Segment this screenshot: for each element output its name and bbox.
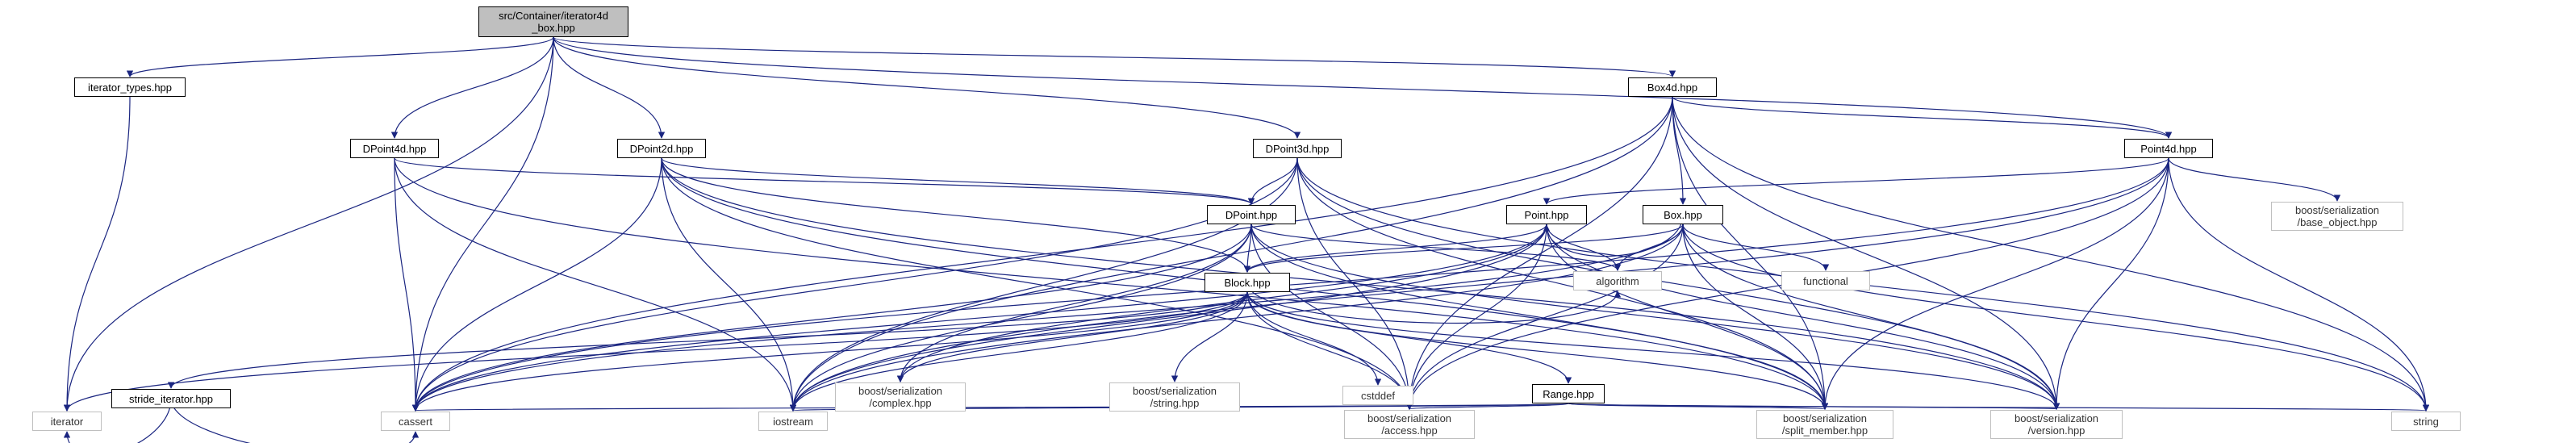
edge-box-to-functional [1682,224,1830,271]
edge-point-to-access [1405,224,1547,410]
edge-stride_iterator-to-cassert [170,398,420,443]
node-range[interactable]: Range.hpp [1532,384,1605,403]
edge-block-to-iterator [63,291,1248,412]
edge-box-to-string [1682,224,2430,412]
edge-box-to-point [1543,214,1684,257]
edge-dpoint3d-to-dpoint [1247,157,1298,205]
edge-block-to-bstring [1171,291,1248,382]
node-box4d[interactable]: Box4d.hpp [1628,77,1717,97]
edge-root-to-cassert [411,36,554,412]
edge-dpoint-to-cassert [411,224,1252,412]
edge-root-to-iterator_types [126,36,554,77]
edge-point-to-version [1546,224,2060,410]
node-split-member: boost/serialization /split_member.hpp [1756,410,1893,439]
edge-box-to-split_member [1682,224,1829,410]
edge-block-to-iostream [789,291,1248,412]
edge-point4d-to-base_object [2168,157,2341,202]
node-algorithm: algorithm [1573,271,1662,290]
edge-range-to-access [1406,403,1569,410]
edge-dpoint-to-access [1250,224,1413,410]
node-string: string [2391,412,2461,431]
edge-point4d-to-version [2052,157,2169,410]
edge-box-to-version [1682,224,2060,410]
edge-dpoint4d-to-dpoint [394,157,1255,205]
edge-root-to-box4d [553,36,1676,77]
node-box[interactable]: Box.hpp [1643,205,1723,224]
node-dpoint[interactable]: DPoint.hpp [1207,205,1296,224]
node-root[interactable]: src/Container/iterator4d _box.hpp [478,6,628,37]
edge-dpoint4d-to-split_member [394,157,1829,410]
edge-root-to-dpoint2d [553,36,666,139]
edge-block-to-cassert [411,291,1248,412]
node-base-object: boost/serialization /base_object.hpp [2271,202,2403,231]
edge-root-to-iterator [63,36,554,412]
node-point[interactable]: Point.hpp [1506,205,1587,224]
edge-point-to-cassert [411,224,1547,412]
dependency-edges [63,36,2430,443]
edge-box4d-to-point4d [1672,96,2173,139]
edge-dpoint3d-to-version [1296,157,2060,410]
edge-box-to-access [1405,224,1684,410]
edge-block-to-range [1246,291,1572,384]
node-cstddef: cstddef [1342,386,1413,405]
edge-stride_iterator-to-iterator [63,398,172,443]
edge-dpoint4d-to-cassert [394,157,420,412]
edge-root-to-dpoint3d [553,36,1301,139]
edge-dpoint-to-split_member [1250,224,1829,410]
edge-dpoint-to-complex [896,224,1252,382]
node-access: boost/serialization /access.hpp [1344,410,1475,439]
edge-point-to-complex [896,224,1547,382]
edge-dpoint3d-to-access [1296,157,1413,410]
node-bstring: boost/serialization /string.hpp [1109,382,1240,412]
node-iterator: iterator [32,412,102,431]
edge-block-to-version [1246,291,2060,410]
edge-block-to-complex [896,291,1248,382]
edge-dpoint2d-to-block [661,157,1251,273]
edge-block-to-cstddef [1246,291,1382,386]
edge-dpoint2d-to-cassert [411,157,662,412]
edge-dpoint-to-algorithm [1250,224,1622,271]
node-version: boost/serialization /version.hpp [1990,410,2123,439]
edge-box-to-block [1243,224,1684,273]
edge-box4d-to-split_member [1672,96,1829,410]
edge-root-to-point4d [553,36,2172,139]
node-iterator-types[interactable]: iterator_types.hpp [74,77,186,97]
edge-block-to-algorithm [1246,282,1622,324]
edge-point4d-to-point [1543,157,2169,205]
edge-block-to-stride_iterator [167,291,1248,389]
edge-point4d-to-string [2168,157,2430,412]
edge-point-to-algorithm [1546,224,1622,271]
edge-dpoint2d-to-access [661,157,1413,410]
edge-iterator_types-to-iterator [63,96,131,412]
edge-block-to-split_member [1246,291,1829,410]
edge-point-to-block [1243,224,1547,273]
edge-box-to-cassert [411,224,1684,412]
node-iostream: iostream [758,412,828,431]
edge-box4d-to-version [1672,96,2060,410]
node-stride-iterator[interactable]: stride_iterator.hpp [111,389,231,408]
node-cassert: cassert [381,412,450,431]
edge-dpoint2d-to-dpoint [661,157,1255,205]
edge-point-to-iostream [789,224,1547,412]
node-dpoint4d[interactable]: DPoint4d.hpp [350,139,439,158]
edge-range-to-string [1568,403,2428,412]
edge-dpoint-to-iostream [789,224,1252,412]
node-dpoint3d[interactable]: DPoint3d.hpp [1253,139,1342,158]
edge-box-to-algorithm [1614,224,1684,271]
edge-dpoint2d-to-iostream [661,157,797,412]
edge-box-to-iostream [789,224,1684,412]
edge-box4d-to-string [1672,96,2430,412]
edge-point4d-to-split_member [1821,157,2169,410]
node-dpoint2d[interactable]: DPoint2d.hpp [617,139,706,158]
node-point4d[interactable]: Point4d.hpp [2124,139,2213,158]
edge-point-to-split_member [1546,224,1829,410]
edge-root-to-dpoint4d [390,36,554,139]
node-functional: functional [1781,271,1870,290]
edge-point4d-to-cassert [411,157,2169,412]
node-block[interactable]: Block.hpp [1204,273,1290,292]
edge-dpoint4d-to-iostream [394,157,797,412]
edge-point4d-to-iostream [789,157,2169,412]
node-complex: boost/serialization /complex.hpp [835,382,966,412]
